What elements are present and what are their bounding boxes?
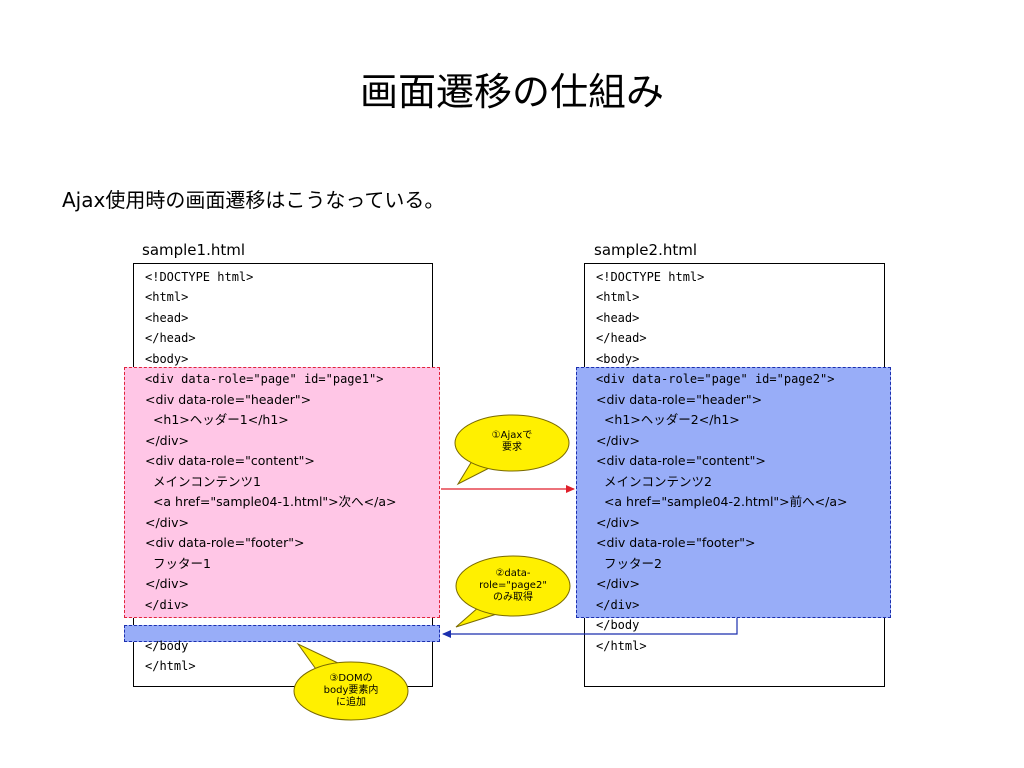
code-line: </div>	[596, 433, 640, 448]
code-line: </head>	[145, 331, 196, 345]
callout-1-joint	[473, 458, 498, 465]
code-line: </div>	[145, 515, 189, 530]
code-line: </body	[145, 639, 189, 653]
code-line: <body>	[145, 352, 189, 366]
callout-3-line: body要素内	[323, 685, 379, 696]
code-line: <div data-role="content">	[145, 453, 315, 468]
page-title: 画面遷移の仕組み	[359, 70, 664, 114]
code-line: <div data-role="header">	[596, 392, 763, 407]
code-line: </html>	[596, 639, 647, 653]
code-line: </head>	[596, 331, 647, 345]
code-line: </body	[596, 618, 640, 632]
callout-3-joint	[319, 663, 337, 673]
code-line: フッター1	[145, 556, 211, 571]
code-line: </div>	[145, 576, 189, 591]
callout-2-joint	[481, 603, 503, 612]
code-line: メインコンテンツ2	[596, 474, 712, 489]
code-line: </div>	[596, 576, 640, 591]
code-line: <body>	[596, 352, 640, 366]
code-line: <div data-role="header">	[145, 392, 312, 407]
callout-2-bubble	[455, 555, 571, 617]
code-line: <div data-role="page" id="page1">	[145, 372, 384, 386]
callout-3-text: ③DOMの body要素内 に追加	[301, 673, 401, 709]
code-line: <h1>ヘッダー2</h1>	[596, 412, 740, 427]
code-line: <!DOCTYPE html>	[145, 270, 254, 284]
code-line: <head>	[145, 311, 189, 325]
code-line: フッター2	[596, 556, 662, 571]
page-subtitle: Ajax使用時の画面遷移はこうなっている。	[62, 188, 445, 212]
callout-3-line: に追加	[336, 697, 366, 708]
left-insert-highlight	[124, 625, 440, 642]
code-line: <div data-role="footer">	[145, 535, 305, 550]
callout-2-line: のみ取得	[493, 592, 533, 603]
callout-1-text: ①Ajaxで 要求	[467, 430, 557, 454]
insert-arrow	[442, 618, 738, 638]
code-line: <!DOCTYPE html>	[596, 270, 705, 284]
code-line: <head>	[596, 311, 640, 325]
code-line: <a href="sample04-2.html">前へ</a>	[596, 494, 848, 509]
code-line: <html>	[596, 290, 640, 304]
code-line: <a href="sample04-1.html">次へ</a>	[145, 494, 397, 509]
callout-3-line: ③DOMの	[329, 673, 373, 684]
left-page-highlight	[124, 367, 440, 618]
callout-1-bubble	[454, 414, 570, 472]
callout-1-line: 要求	[502, 442, 522, 453]
callout-3-bubble	[293, 661, 409, 721]
code-line: </div>	[145, 433, 189, 448]
code-line: </div>	[596, 515, 640, 530]
code-line: </div>	[145, 598, 189, 612]
callout-2-line: role="page2"	[479, 580, 547, 591]
code-line: </div>	[596, 598, 640, 612]
callout-2-line: ②data-	[495, 568, 531, 579]
callout-1-line: ①Ajaxで	[491, 430, 533, 441]
code-line: </html>	[145, 659, 196, 673]
right-file-name: sample2.html	[594, 241, 698, 259]
right-page-highlight	[576, 367, 891, 618]
left-file-name: sample1.html	[142, 241, 246, 259]
code-line: メインコンテンツ1	[145, 474, 261, 489]
code-line: <html>	[145, 290, 189, 304]
code-line: <div data-role="page" id="page2">	[596, 372, 835, 386]
code-line: <h1>ヘッダー1</h1>	[145, 412, 289, 427]
code-line: <div data-role="content">	[596, 453, 766, 468]
code-line: <div data-role="footer">	[596, 535, 756, 550]
callout-2-text: ②data- role="page2" のみ取得	[463, 568, 563, 604]
